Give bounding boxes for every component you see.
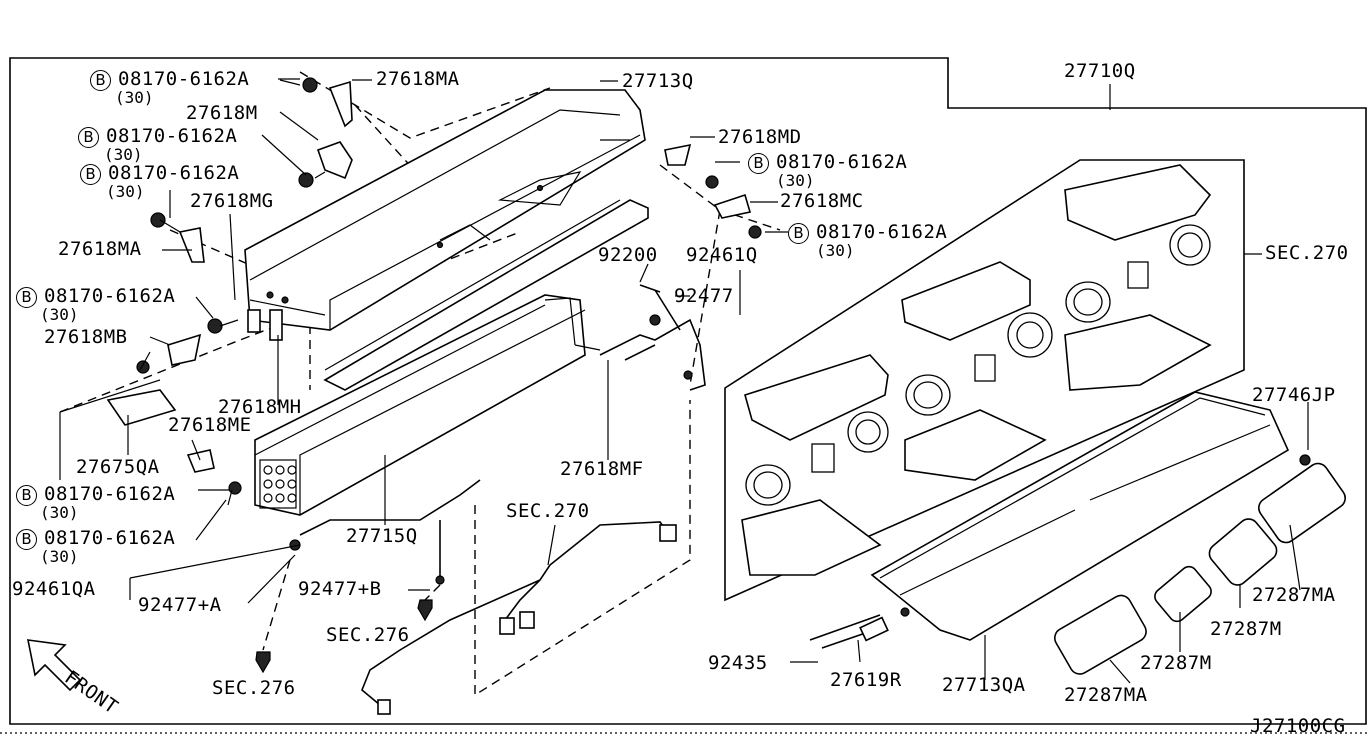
bolt-symbol-icon: B [90,70,111,91]
bolt-symbol-icon: B [80,164,101,185]
diagram-id: J27100CG [1250,715,1346,737]
part-label-27618ma-left: 27618MA [58,238,142,260]
part-label-27746jp: 27746JP [1252,384,1336,406]
part-label-27619r: 27619R [830,669,902,691]
part-label-92200: 92200 [598,244,658,266]
bolt-symbol-icon: B [748,153,769,174]
part-label-27618mf: 27618MF [560,458,644,480]
bolt-symbol-icon: B [16,287,37,308]
part-label-27618md: 27618MD [718,126,802,148]
sec-276-mid: SEC.276 [326,624,410,646]
bolt-qty-2: (30) [104,145,143,164]
part-label-27618me: 27618ME [168,414,252,436]
bolt-qty-1: (30) [115,88,154,107]
part-label-27675qa: 27675QA [76,456,160,478]
part-label-92435: 92435 [708,652,768,674]
part-label-92461q: 92461Q [686,244,758,266]
bolt-qty-8: (30) [40,547,79,566]
part-label-27715q: 27715Q [346,525,418,547]
bolt-label-4: 08170-6162A [108,162,240,184]
part-label-27287ma-right: 27287MA [1252,584,1336,606]
bolt-label-1: 08170-6162A [118,68,250,90]
part-label-27287m-right: 27287M [1210,618,1282,640]
bolt-label-6: 08170-6162A [44,285,176,307]
part-label-27618m: 27618M [186,102,258,124]
bolt-label-2: 08170-6162A [106,125,238,147]
part-label-27618mb: 27618MB [44,326,128,348]
part-label-27287ma-bottom: 27287MA [1064,684,1148,706]
part-label-92477b: 92477+B [298,578,382,600]
part-label-27618mc: 27618MC [780,190,864,212]
bolt-qty-4: (30) [106,182,145,201]
bolt-symbol-icon: B [788,223,809,244]
part-label-27710q: 27710Q [1064,60,1136,82]
bolt-symbol-icon: B [16,485,37,506]
bolt-label-3: 08170-6162A [776,151,908,173]
part-label-27618ma-top: 27618MA [376,68,460,90]
part-label-92477a: 92477+A [138,594,222,616]
bolt-qty-5: (30) [816,241,855,260]
bolt-qty-7: (30) [40,503,79,522]
bolt-label-8: 08170-6162A [44,527,176,549]
bolt-symbol-icon: B [16,529,37,550]
part-label-27618mh: 27618MH [218,396,302,418]
part-label-27618mg: 27618MG [190,190,274,212]
bolt-qty-6: (30) [40,305,79,324]
bolt-label-7: 08170-6162A [44,483,176,505]
part-label-27287m-bottom: 27287M [1140,652,1212,674]
bolt-qty-3: (30) [776,171,815,190]
part-label-92461qa: 92461QA [12,578,96,600]
sec-270-right: SEC.270 [1265,242,1349,264]
part-label-27713qa: 27713QA [942,674,1026,696]
sec-276-bottom: SEC.276 [212,677,296,699]
bolt-label-5: 08170-6162A [816,221,948,243]
bolt-symbol-icon: B [78,127,99,148]
part-label-92477: 92477 [674,285,734,307]
sec-270-mid: SEC.270 [506,500,590,522]
part-label-27713q: 27713Q [622,70,694,92]
